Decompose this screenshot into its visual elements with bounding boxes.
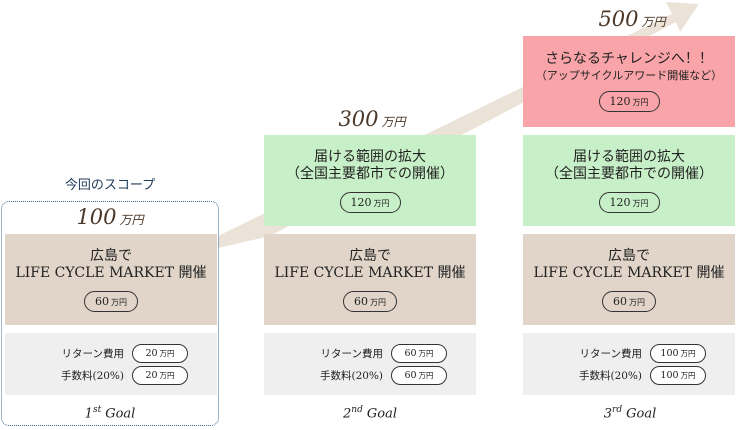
goal-1-base-line1: 広島で bbox=[90, 247, 132, 264]
goal-3-base-cost-value: 60 bbox=[613, 294, 627, 308]
goal-2-caption-sup: nd bbox=[351, 405, 363, 415]
goal-1-caption-num: 1 bbox=[84, 406, 93, 422]
goal-3-challenge-cost-value: 120 bbox=[609, 94, 631, 108]
goal-2-caption-num: 2 bbox=[343, 406, 352, 422]
goal-2-caption-word: Goal bbox=[366, 406, 397, 422]
goal-1-returns-unit: 万円 bbox=[159, 348, 175, 358]
goal-2-expand-line2: （全国主要都市での開催） bbox=[286, 166, 454, 182]
goal-2-expand-line1: 届ける範囲の拡大 bbox=[314, 148, 426, 165]
goal-2-fee-number: 60 bbox=[404, 369, 417, 381]
goal-3-base-line1: 広島で bbox=[608, 247, 650, 264]
goal-3-caption-sup: rd bbox=[612, 405, 623, 415]
goal-2-returns-number: 60 bbox=[404, 347, 417, 359]
goal-2-expand-cost-unit: 万円 bbox=[373, 198, 390, 208]
goal-1-amount-number: 100 bbox=[76, 205, 117, 229]
goal-2-returns-label: リターン費用 bbox=[320, 347, 383, 360]
goal-3-amount-number: 500 bbox=[598, 7, 639, 31]
goal-1-returns-label: リターン費用 bbox=[61, 347, 124, 360]
goal-3-caption-num: 3 bbox=[603, 406, 613, 422]
goal-2-expand-cost-value: 120 bbox=[350, 195, 372, 209]
goal-2-amount-number: 300 bbox=[338, 107, 379, 131]
goal-3-challenge-line1: さらなるチャレンジへ！！ bbox=[545, 51, 713, 68]
goal-3-returns-label: リターン費用 bbox=[579, 347, 642, 360]
goal-2-fee-label: 手数料(20%) bbox=[319, 369, 383, 382]
goal-1-fee-unit: 万円 bbox=[159, 370, 175, 380]
goal-3-amount-unit: 万円 bbox=[641, 15, 666, 29]
goal-3-returns-number: 100 bbox=[660, 347, 679, 359]
goal-1-caption-word: Goal bbox=[105, 406, 136, 422]
scope-box bbox=[1, 201, 219, 426]
goal-1-caption-sup: st bbox=[92, 405, 102, 415]
goal-3-fee-unit: 万円 bbox=[680, 370, 696, 380]
goal-3-fee-label: 手数料(20%) bbox=[578, 369, 642, 382]
goal-1-base-line2: LIFE CYCLE MARKET 開催 bbox=[15, 265, 207, 281]
goal-1-amount-unit: 万円 bbox=[119, 213, 144, 227]
goal-3-returns-unit: 万円 bbox=[680, 348, 696, 358]
goal-3-expand-cost-value: 120 bbox=[609, 195, 631, 209]
goal-2-amount-unit: 万円 bbox=[381, 115, 406, 129]
goal-1-base-cost-unit: 万円 bbox=[111, 297, 127, 307]
goal-3-base-cost-unit: 万円 bbox=[629, 297, 645, 307]
goal-2-base-cost-unit: 万円 bbox=[370, 297, 386, 307]
goal-3-fee-number: 100 bbox=[660, 369, 679, 381]
goal-2-base-line1: 広島で bbox=[349, 247, 391, 264]
goal-2-fee-unit: 万円 bbox=[418, 370, 434, 380]
goal-3-expand-cost-unit: 万円 bbox=[632, 198, 649, 208]
scope-label: 今回のスコープ bbox=[64, 178, 156, 193]
goal-1-base-cost-value: 60 bbox=[95, 294, 109, 308]
goal-2-base-line2: LIFE CYCLE MARKET 開催 bbox=[274, 265, 466, 281]
goal-3-expand-line2: （全国主要都市での開催） bbox=[545, 166, 713, 182]
goal-2-base-cost-value: 60 bbox=[354, 294, 368, 308]
goal-1-fee-label: 手数料(20%) bbox=[60, 369, 124, 382]
goal-1-fee-number: 20 bbox=[145, 369, 158, 381]
goal-1-returns-number: 20 bbox=[145, 347, 158, 359]
goal-2-returns-unit: 万円 bbox=[418, 348, 434, 358]
goal-3-challenge-line2: （アップサイクルアワード開催など） bbox=[535, 68, 723, 82]
goal-3-challenge-cost-unit: 万円 bbox=[632, 97, 649, 107]
goal-3-expand-line1: 届ける範囲の拡大 bbox=[573, 148, 685, 165]
goal-3-base-line2: LIFE CYCLE MARKET 開催 bbox=[533, 265, 725, 281]
goal-3-caption-word: Goal bbox=[626, 406, 657, 422]
